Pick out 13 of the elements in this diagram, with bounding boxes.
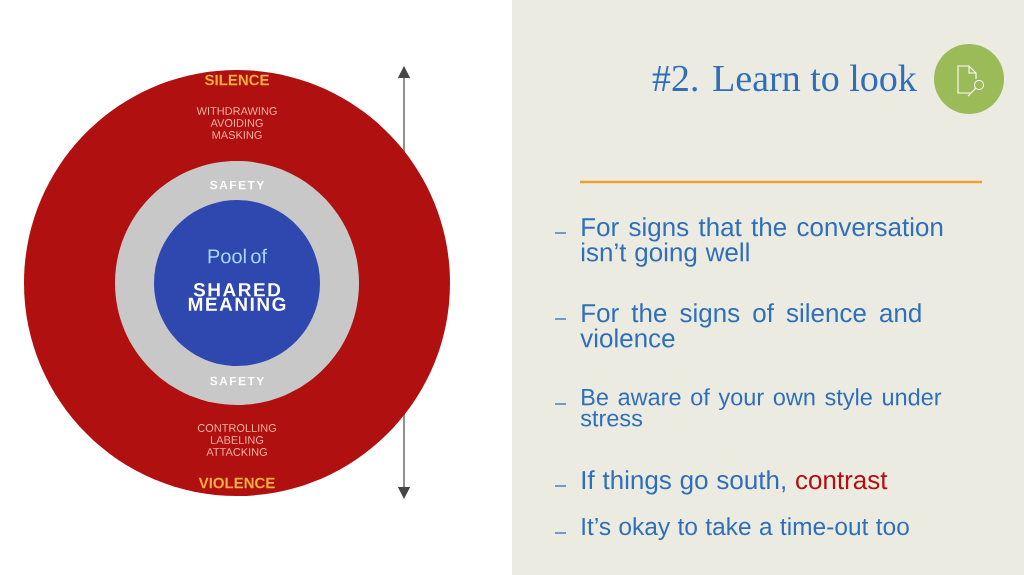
behavior-list: WITHDRAWING AVOIDING MASKING — [196, 107, 277, 139]
center-label: Pool of — [208, 248, 268, 264]
center-label: SHARED MEANING — [188, 283, 286, 311]
bullet-text: If things go south, contrast — [582, 470, 888, 495]
bullet-text: For signs that the conversation isn’t going well — [581, 217, 943, 267]
heading-text: SILENCE — [204, 74, 269, 86]
behavior-list: CONTROLLING LABELING ATTACKING — [197, 424, 276, 456]
heading-text: VIOLENCE — [198, 477, 275, 489]
slide-title: #2. Learn to look — [652, 64, 917, 92]
circle-node — [154, 200, 320, 366]
bullet-text: For the signs of silence and violence — [580, 303, 921, 348]
bullet-text: Be aware of your own style under stress — [580, 388, 942, 427]
bullet-text: It’s okay to take a time-out too — [582, 517, 909, 541]
